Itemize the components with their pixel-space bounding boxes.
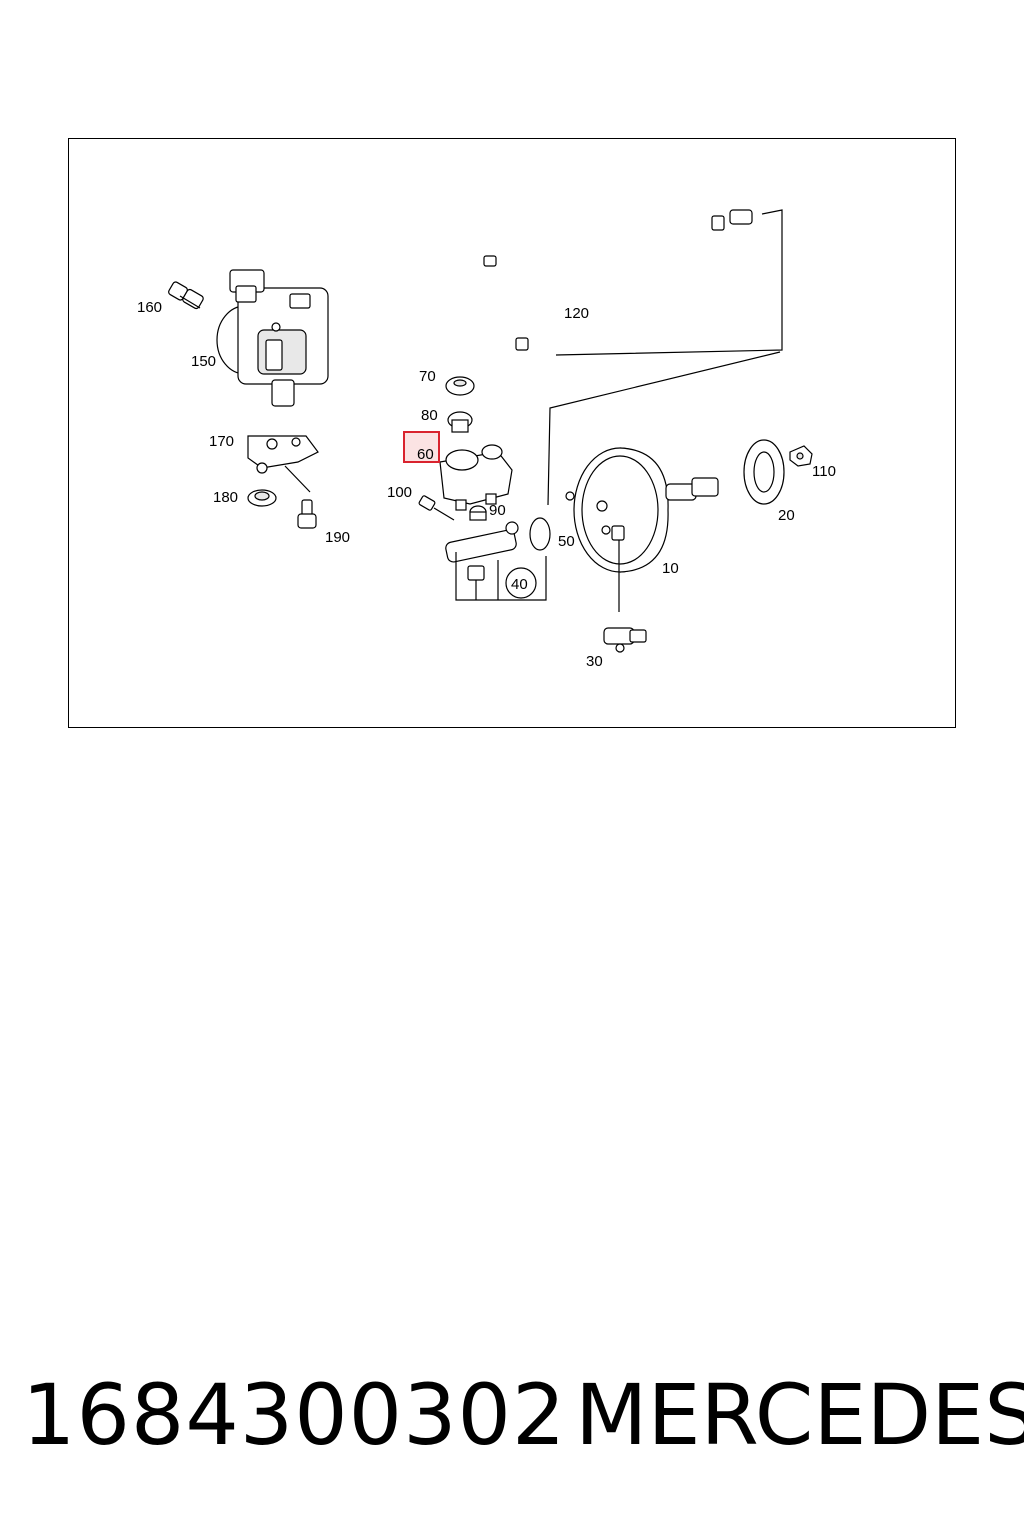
- callout-30: 30: [586, 653, 603, 670]
- plug-90-part: [469, 505, 487, 521]
- callout-100: 100: [387, 484, 412, 501]
- pin-100-part: [418, 495, 455, 521]
- filter-80-part: [447, 411, 473, 433]
- callout-40-circle: [505, 567, 537, 599]
- master-cylinder-part: [445, 521, 547, 601]
- callout-190: 190: [325, 529, 350, 546]
- callout-50: 50: [558, 533, 575, 550]
- sensor-160-part: [168, 281, 204, 310]
- reservoir-60-part: [439, 444, 513, 511]
- callout-90: 90: [489, 502, 506, 519]
- brand-name: MERCEDES: [575, 1366, 1024, 1464]
- callout-150: 150: [191, 353, 216, 370]
- cap-70-part: [445, 376, 475, 396]
- leader-bracket: [547, 351, 781, 506]
- callout-80: 80: [421, 407, 438, 424]
- grommet-180-part: [247, 489, 277, 507]
- footer-caption: 1684300302 MERCEDES: [0, 1360, 1024, 1470]
- callout-170: 170: [209, 433, 234, 450]
- abs-unit-part: [216, 269, 329, 407]
- brake-booster-part: [565, 447, 719, 612]
- diagram-frame: [68, 138, 956, 728]
- brake-line-part: [454, 209, 783, 356]
- sensor-30-part: [603, 627, 647, 653]
- seal-ring-50-part: [529, 517, 551, 551]
- callout-160: 160: [137, 299, 162, 316]
- callout-20: 20: [778, 507, 795, 524]
- callout-180: 180: [213, 489, 238, 506]
- callout-10: 10: [662, 560, 679, 577]
- callout-60: 60: [417, 446, 434, 463]
- nut-110-part: [789, 445, 813, 467]
- highlight-box-60: [403, 431, 440, 463]
- bracket-170-part: [247, 435, 319, 493]
- part-number: 1684300302: [22, 1366, 567, 1464]
- callout-110: 110: [812, 463, 836, 480]
- callout-70: 70: [419, 368, 436, 385]
- callout-40: 40: [511, 576, 528, 593]
- callout-120: 120: [564, 305, 589, 322]
- gasket-20-part: [743, 439, 785, 505]
- bolt-190-part: [297, 499, 317, 529]
